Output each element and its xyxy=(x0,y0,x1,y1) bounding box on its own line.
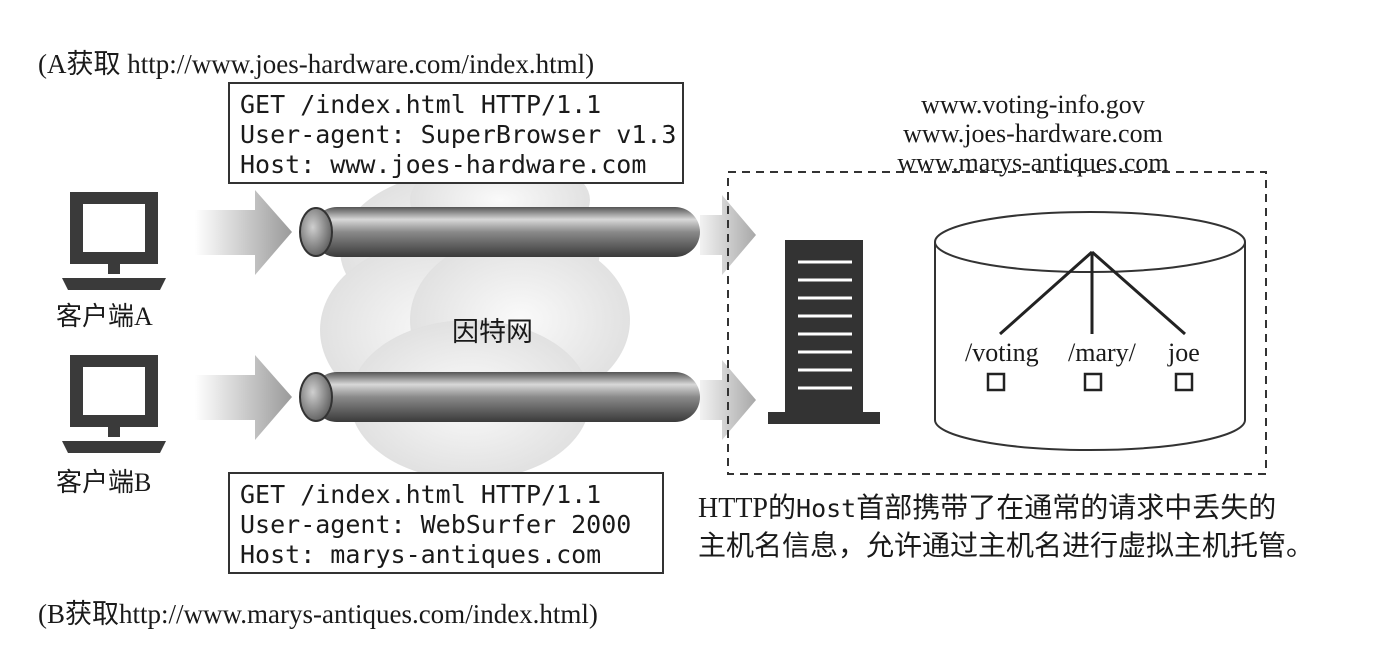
caption-a: (A获取 http://www.joes-hardware.com/index.… xyxy=(38,49,595,79)
caption-b: (B获取http://www.marys-antiques.com/index.… xyxy=(38,599,598,629)
domain-marys: www.marys-antiques.com xyxy=(897,148,1169,177)
client-b-label: 客户端B xyxy=(56,468,152,497)
server-icon xyxy=(768,240,880,424)
request-a-box: GET /index.html HTTP/1.1 User-agent: Sup… xyxy=(228,82,684,184)
storage-cylinder xyxy=(934,211,1246,451)
note-line2: 主机名信息，允许通过主机名进行虚拟主机托管。 xyxy=(698,531,1315,562)
client-b-arrow xyxy=(195,355,292,440)
virtual-host-container xyxy=(727,171,1267,475)
client-a-computer-icon xyxy=(62,192,166,290)
note-line1: HTTP的Host首部携带了在通常的请求中丢失的 xyxy=(698,490,1314,528)
request-b-line3: Host: marys-antiques.com xyxy=(240,540,602,569)
dir-joe-label: joe xyxy=(1168,338,1200,367)
note-rest1: 首部携带了在通常的请求中丢失的 xyxy=(856,493,1277,524)
domain-voting: www.voting-info.gov xyxy=(921,90,1145,119)
joe-dir-box xyxy=(1174,372,1194,392)
request-a-line1: GET /index.html HTTP/1.1 xyxy=(240,90,602,119)
note-prefix: HTTP的 xyxy=(698,493,797,524)
request-b-line2: User-agent: WebSurfer 2000 xyxy=(240,510,632,539)
pipe-b xyxy=(299,372,700,422)
note-code: Host xyxy=(796,494,857,523)
domain-joes: www.joes-hardware.com xyxy=(903,119,1163,148)
client-a-label: 客户端A xyxy=(56,302,153,331)
request-a-line3: Host: www.joes-hardware.com xyxy=(240,150,647,179)
hosted-domains: www.voting-info.gov www.joes-hardware.co… xyxy=(858,90,1208,177)
request-b-line1: GET /index.html HTTP/1.1 xyxy=(240,480,602,509)
request-b-box: GET /index.html HTTP/1.1 User-agent: Web… xyxy=(228,472,664,574)
pipe-a xyxy=(299,207,700,257)
dir-mary-label: /mary/ xyxy=(1068,338,1136,367)
directory-boxes xyxy=(986,372,1194,392)
request-a-line2: User-agent: SuperBrowser v1.3 xyxy=(240,120,677,149)
client-a-arrow xyxy=(195,190,292,275)
dir-voting-label: /voting xyxy=(965,338,1039,367)
directory-tree xyxy=(999,250,1186,336)
server-arrow-b xyxy=(700,360,756,440)
host-header-note: HTTP的Host首部携带了在通常的请求中丢失的 主机名信息，允许通过主机名进行… xyxy=(698,490,1314,566)
internet-label: 因特网 xyxy=(452,317,533,347)
voting-dir-box xyxy=(986,372,1006,392)
mary-dir-box xyxy=(1083,372,1103,392)
client-b-computer-icon xyxy=(62,355,166,453)
